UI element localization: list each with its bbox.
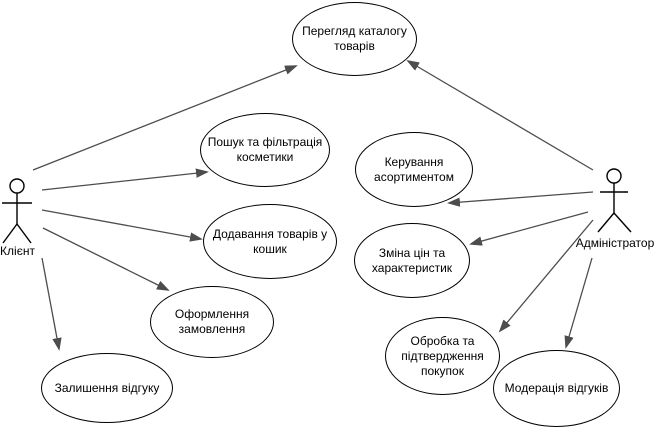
use-case-search-filter: Пошук та фільтрація косметики xyxy=(200,113,330,187)
use-case-label: Зміна цін та характеристик xyxy=(371,245,453,275)
association-client-view-catalog xyxy=(32,66,296,171)
association-client-search-filter xyxy=(41,172,207,191)
use-case-label: Обробка та підтвердження покупок xyxy=(401,333,484,378)
association-client-checkout xyxy=(42,227,168,290)
use-case-label: Пошук та фільтрація косметики xyxy=(207,135,323,164)
use-case-label: Перегляд каталогу товарів xyxy=(302,24,407,53)
use-case-manage-assortment: Керування асортиментом xyxy=(355,132,473,207)
use-case-label: Залишення відгуку xyxy=(54,380,160,395)
use-case-moderate-reviews: Модерація відгуків xyxy=(493,350,620,427)
actor-admin-figure xyxy=(597,168,632,233)
actor-client-label: Клієнт xyxy=(0,244,35,258)
use-case-leave-review: Залишення відгуку xyxy=(41,353,173,423)
association-admin-process-purchases xyxy=(500,219,594,331)
association-client-leave-review xyxy=(41,257,59,349)
use-case-change-prices: Зміна цін та характеристик xyxy=(354,223,470,298)
use-case-process-purchases: Обробка та підтвердження покупок xyxy=(385,317,500,395)
use-case-label: Керування асортиментом xyxy=(374,154,454,184)
use-case-add-to-cart: Додавання товарів у кошик xyxy=(203,204,337,279)
association-admin-manage-assortment xyxy=(449,191,594,203)
association-client-add-to-cart xyxy=(41,209,201,239)
association-admin-moderate-reviews xyxy=(566,257,593,347)
association-admin-change-prices xyxy=(471,211,589,244)
use-case-checkout: Оформлення замовлення xyxy=(150,286,274,358)
use-case-label: Модерація відгуків xyxy=(504,381,609,395)
actor-client-figure xyxy=(2,178,32,244)
actor-admin-label: Адміністратор xyxy=(575,236,654,250)
use-case-label: Додавання товарів у кошик xyxy=(212,226,328,256)
use-case-label: Оформлення замовлення xyxy=(174,307,250,336)
association-admin-view-catalog xyxy=(408,61,594,171)
use-case-view-catalog: Перегляд каталогу товарів xyxy=(292,2,417,76)
